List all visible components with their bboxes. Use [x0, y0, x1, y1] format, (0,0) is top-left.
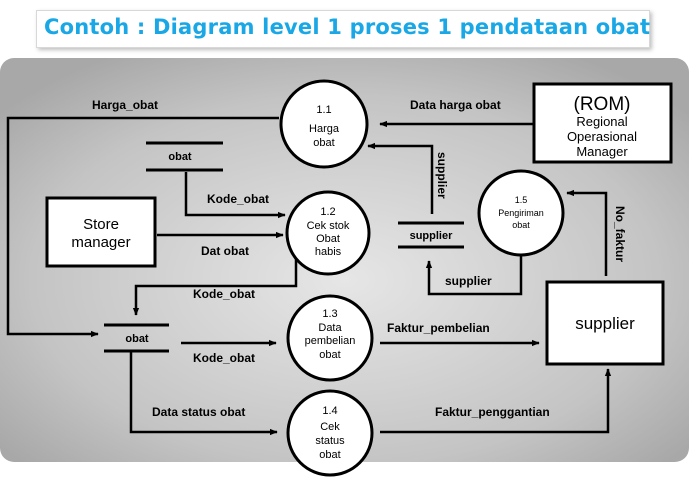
p14-line1: Cek — [320, 421, 340, 433]
p14-line2: status — [315, 435, 345, 447]
store-obat-mid-label: obat — [125, 333, 149, 345]
label-kode-obat-2: Kode_obat — [193, 287, 255, 301]
p15-line2: obat — [512, 220, 530, 230]
process-1-2 — [285, 190, 371, 276]
entity-supplier-label: supplier — [575, 314, 635, 333]
p11-number: 1.1 — [316, 104, 331, 116]
entity-rom-line3: Operasional — [567, 129, 637, 144]
flow-supplier-bottom — [425, 253, 523, 296]
p15-line1: Pengiriman — [498, 208, 544, 218]
diagram-title: Contoh : Diagram level 1 proses 1 pendat… — [44, 15, 651, 39]
flow-supplier-to-p11 — [367, 142, 434, 214]
flow-faktur-penggantian — [380, 368, 612, 434]
p13-line2: pembelian — [305, 335, 356, 347]
flow-no-faktur — [566, 189, 608, 276]
p14-number: 1.4 — [322, 405, 337, 417]
label-faktur-penggantian: Faktur_penggantian — [435, 405, 550, 419]
p13-number: 1.3 — [322, 308, 337, 320]
label-supplier-vertical: supplier — [435, 152, 449, 199]
p14-line3: obat — [319, 449, 340, 461]
entity-supplier — [545, 280, 665, 366]
flow-data-status-obat — [129, 352, 278, 436]
process-1-1 — [279, 79, 369, 169]
entity-rom-line1: (ROM) — [574, 94, 631, 115]
label-kode-obat-3: Kode_obat — [193, 351, 255, 365]
label-data-harga-obat: Data harga obat — [410, 98, 501, 112]
label-supplier-bottom: supplier — [445, 274, 492, 288]
title-banner — [36, 10, 650, 48]
store-obat-top-label: obat — [168, 151, 192, 163]
flow-kode-obat-1 — [184, 172, 286, 219]
flow-kode-obat-2 — [132, 258, 298, 316]
entity-store-manager — [45, 196, 157, 268]
process-1-4 — [286, 389, 374, 477]
entity-rom — [532, 82, 673, 164]
p12-line3: habis — [315, 246, 342, 258]
p11-line1: Harga — [309, 123, 340, 135]
entity-rom-line4: Manager — [576, 144, 628, 159]
p13-line1: Data — [318, 322, 342, 334]
entity-rom-line2: Regional — [576, 114, 627, 129]
label-harga-obat: Harga_obat — [92, 98, 158, 112]
p12-line1: Cek stok — [307, 220, 350, 232]
p12-line2: Obat — [316, 233, 340, 245]
entity-store-line1: Store — [83, 216, 119, 233]
flow-harga-obat — [6, 116, 279, 338]
label-no-faktur: No_faktur — [613, 206, 627, 262]
p15-number: 1.5 — [515, 195, 528, 205]
store-supplier-label: supplier — [410, 230, 454, 242]
label-faktur-pembelian: Faktur_pembelian — [387, 321, 490, 335]
p13-line3: obat — [319, 349, 340, 361]
process-1-5 — [477, 169, 565, 257]
p11-line2: obat — [313, 137, 334, 149]
p12-number: 1.2 — [320, 206, 335, 218]
label-dat-obat: Dat obat — [201, 244, 249, 258]
process-1-3 — [286, 294, 374, 382]
entity-store-line2: manager — [71, 234, 130, 251]
label-data-status-obat: Data status obat — [152, 405, 245, 419]
label-kode-obat-1: Kode_obat — [207, 192, 269, 206]
